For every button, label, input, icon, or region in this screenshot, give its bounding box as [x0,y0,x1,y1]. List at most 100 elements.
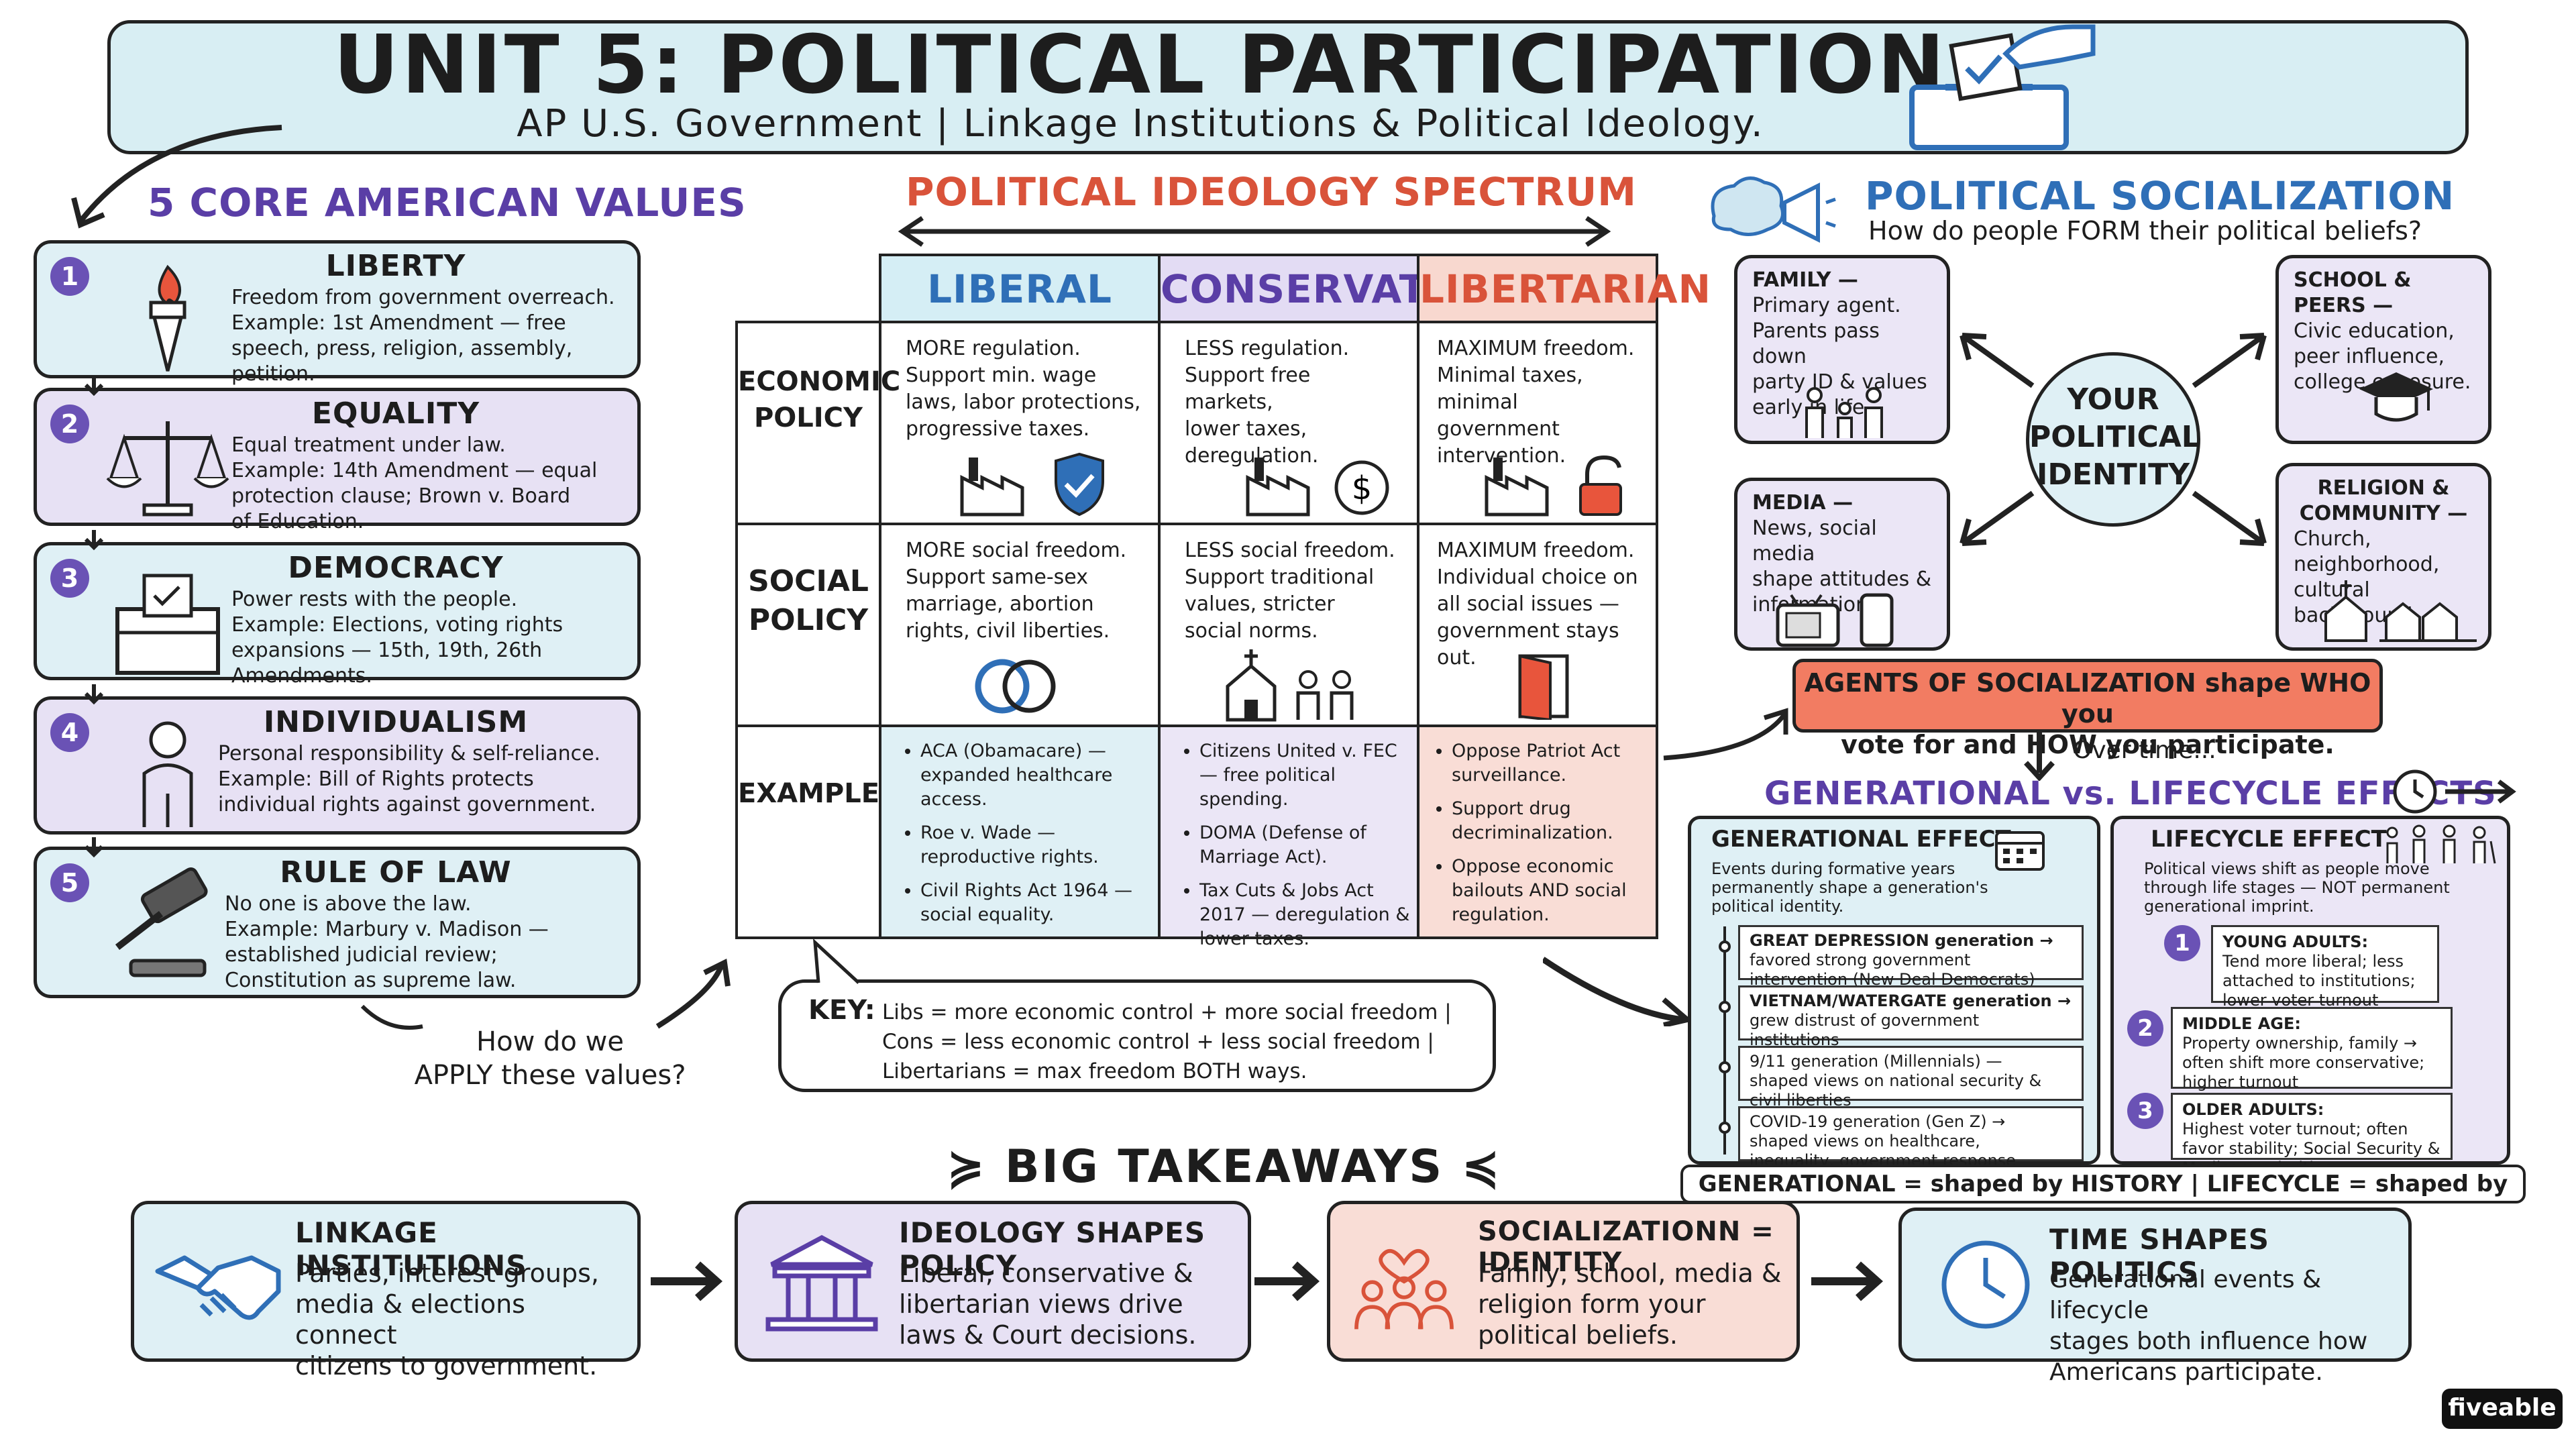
values-heading: 5 CORE AMERICAN VALUES [148,180,747,225]
agent-card-family: FAMILY — Primary agent.Parents pass down… [1734,255,1950,444]
value-number: 5 [50,863,89,902]
value-description: No one is above the law.Example: Marbury… [225,892,549,992]
takeaway-title: TIME SHAPES POLITICS [2049,1223,2270,1289]
key-label: KEY: [808,995,875,1026]
takeaways-heading: ≽ BIG TAKEAWAYS ≼ [947,1140,1502,1193]
socialization-heading: POLITICAL SOCIALIZATION [1865,173,2455,219]
takeaway-title: LINKAGE INSTITUTIONS [295,1216,527,1282]
tv-phone-icon [1776,593,1894,647]
bubble-tail [813,939,860,984]
sparkle-left-icon: ≽ [947,1140,1005,1193]
takeaway-title: IDEOLOGY SHAPES POLICY [899,1216,1206,1282]
gavel-icon [115,867,208,977]
value-card-individualism: 4 INDIVIDUALISM Personal responsibility … [34,696,641,835]
wedding-rings-icon [975,659,1056,714]
takeaway-card-time: TIME SHAPES POLITICS Generational events… [1898,1208,2412,1386]
identity-arrows [1960,333,2267,546]
scales-icon [106,421,229,517]
value-description: Freedom from government overreach.Exampl… [231,286,615,386]
family-icon [1805,387,1883,438]
curved-arrow-icon [71,125,282,229]
down-arrow-icon [2024,733,2055,781]
generational-effect-title: GENERATIONAL EFFECT [1711,826,2011,853]
torch-icon [149,264,186,372]
value-number: 4 [50,713,89,752]
brain-megaphone-icon [1711,176,1836,243]
takeaway-text: Parties, interest groups,media & electio… [295,1258,600,1381]
ballot-box-hand-icon [1909,24,2096,150]
generation-item: VIETNAM/WATERGATE generation →grew distr… [1738,985,2084,1049]
spectrum-heading: POLITICAL IDEOLOGY SPECTRUM [906,169,1637,215]
cell-libertarian-examples: Oppose Patriot Act surveillance.Support … [1417,724,1658,939]
table-to-socialization-arrows [1543,708,1788,1026]
value-card-liberty: 1 LIBERTY Freedom from government overre… [34,240,641,386]
stage-number: 3 [2127,1093,2163,1129]
community-heart-icon [1354,1248,1454,1330]
value-title: LIBERTY [325,249,466,283]
takeaway-text: Family, school, media &religion form you… [1478,1258,1782,1350]
page-subtitle: AP U.S. Government | Linkage Institution… [517,102,1764,146]
factory-unlock-icon [1485,455,1622,517]
handshake-icon [155,1255,281,1320]
cell-conservative-examples: Citizens United v. FEC — free political … [1158,724,1419,949]
value-title: EQUALITY [311,396,480,431]
value-flow-arrows [84,376,104,858]
church-family-icon [1226,649,1354,722]
lifecycle-item: OLDER ADULTS:Highest voter turnout; ofte… [2171,1093,2453,1177]
value-number: 3 [50,559,89,598]
timeline-line [1719,926,1731,1155]
ideology-key-bubble: KEY: Libs = more economic control + more… [778,979,1496,1092]
page-title: UNIT 5: POLITICAL PARTICIPATION [333,19,1947,112]
stage-number: 2 [2127,1010,2163,1046]
value-number: 1 [50,257,89,296]
value-description: Personal responsibility & self-reliance.… [218,742,601,816]
takeaway-arrow [1811,1261,1884,1301]
agent-card-religion-community: RELIGION & COMMUNITY — Church, neighborh… [2275,463,2491,651]
value-card-equality: 2 EQUALITY Equal treatment under law.Exa… [34,388,641,533]
takeaway-title: SOCIALIZATIONN = IDENTITY [1478,1216,1774,1278]
socialization-question: How do people FORM their political belie… [1868,216,2422,246]
sparkle-right-icon: ≼ [1444,1140,1502,1193]
ballot-box-icon [115,574,220,675]
value-description: Power rests with the people.Example: Ele… [231,588,564,688]
svg-text:$: $ [1352,470,1373,507]
lifecycle-effect-title: LIFECYCLE EFFECT [2151,826,2387,853]
spectrum-double-arrow [898,216,1611,247]
column-header-libertarian: LIBERTARIAN [1417,254,1711,323]
stage-number: 1 [2164,925,2200,961]
generational-effect-panel: GENERATIONAL EFFECT Events during format… [1688,816,2100,1170]
open-door-icon [1518,654,1569,720]
takeaway-card-linkage: LINKAGE INSTITUTIONS Parties, interest g… [131,1201,641,1381]
lifecycle-item: MIDDLE AGE:Property ownership, family →o… [2171,1007,2453,1091]
takeaway-arrow [1254,1261,1320,1301]
church-houses-icon [2324,580,2477,642]
column-header-conservative: CONSERVATIVE [1158,254,1499,323]
apply-arrow-icon [360,958,731,1030]
value-title: DEMOCRACY [288,551,504,585]
agents-banner: AGENTS OF SOCIALIZATION shape WHO you vo… [1792,659,2383,759]
cell-conservative-economic: LESS regulation.Support free markets,low… [1158,321,1419,525]
cell-liberal-examples: ACA (Obamacare) — expanded healthcare ac… [879,724,1161,939]
takeaway-card-socialization: SOCIALIZATIONN = IDENTITY Family, school… [1327,1201,1800,1362]
lifecycle-effect-panel: LIFECYCLE EFFECT Political views shift a… [2110,816,2510,1177]
key-text: Libs = more economic control + more soci… [882,1000,1452,1083]
graduation-cap-icon [2359,372,2433,422]
courthouse-icon [765,1235,878,1332]
takeaway-card-ideology: IDEOLOGY SHAPES POLICY Liberal, conserva… [735,1201,1251,1362]
generation-item: 9/11 generation (Millennials) —shaped vi… [1738,1046,2084,1110]
generational-summary: GENERATIONAL = shaped by HISTORY | LIFEC… [1680,1165,2526,1231]
fiveable-logo[interactable]: fiveable [2442,1389,2563,1429]
calendar-icon [1995,831,2045,871]
column-header-liberal: LIBERAL [879,254,1161,323]
